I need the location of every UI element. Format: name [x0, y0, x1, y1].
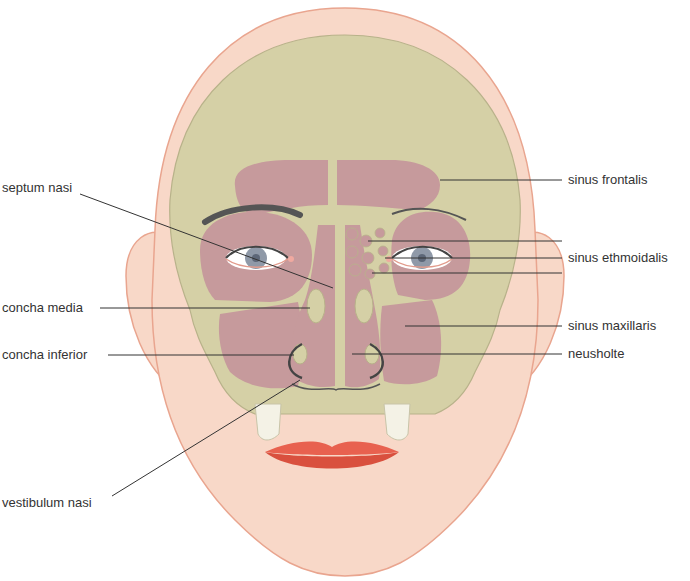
orbit: [391, 212, 470, 300]
frontal-sinus: [337, 160, 440, 210]
lower-lip: [265, 452, 399, 469]
orbit: [200, 212, 312, 302]
concha-media: [307, 289, 325, 323]
part-label: vestibulum nasi: [2, 495, 92, 511]
part-label: septum nasi: [2, 180, 72, 196]
tooth: [384, 404, 410, 440]
part-label: concha inferior: [2, 347, 87, 363]
tooth: [255, 404, 281, 440]
eye: [226, 246, 294, 270]
nose-base: [292, 384, 380, 390]
nostril: [289, 344, 302, 378]
upper-lip: [265, 441, 399, 455]
part-label: concha media: [2, 300, 83, 316]
leader-lines: [80, 180, 562, 496]
concha-media: [355, 289, 373, 323]
maxillary-sinus: [380, 300, 441, 384]
nasal-cavity: [290, 225, 335, 387]
part-label: sinus ethmoidalis: [568, 250, 668, 266]
nostril: [370, 344, 383, 378]
concha-inferior: [293, 344, 307, 364]
nasal-cavity: [345, 225, 380, 387]
part-label: sinus maxillaris: [568, 318, 656, 334]
part-label: sinus frontalis: [568, 172, 647, 188]
eyebrow: [205, 207, 300, 222]
face-outline: [152, 8, 538, 576]
eyebrow: [392, 209, 466, 220]
skull: [170, 35, 521, 414]
part-label: neusholte: [568, 346, 624, 362]
ethmoid-cells: [346, 228, 389, 279]
